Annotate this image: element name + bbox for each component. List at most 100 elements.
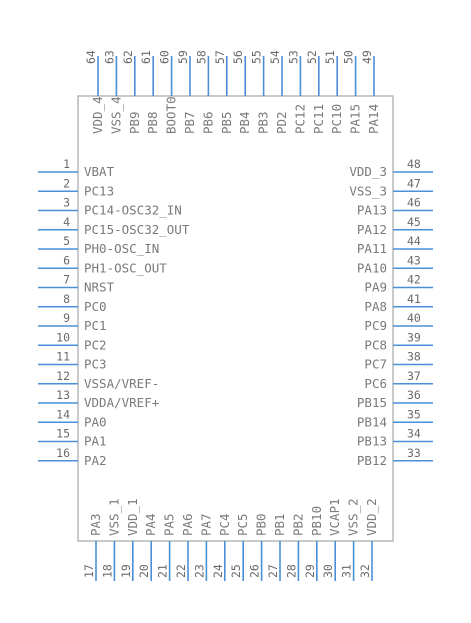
pin-number: 45 xyxy=(407,215,421,229)
pin-number: 9 xyxy=(63,311,70,325)
pin-number: 13 xyxy=(56,388,70,402)
pin-number: 7 xyxy=(63,273,70,287)
pin-name-vss-4: VSS_4 xyxy=(108,96,123,134)
pin-name-pc11: PC11 xyxy=(311,104,326,134)
pin-number: 59 xyxy=(176,50,190,64)
pin-number: 16 xyxy=(56,446,70,460)
pin-name-pb15: PB15 xyxy=(357,395,387,410)
pin-name-pb7: PB7 xyxy=(182,111,197,134)
pin-number: 50 xyxy=(342,50,356,64)
pin-number: 42 xyxy=(407,273,421,287)
pin-name-pa5: PA5 xyxy=(162,513,177,536)
pin-number: 3 xyxy=(63,196,70,210)
pin-number: 58 xyxy=(194,50,208,64)
pin-number: 49 xyxy=(360,50,374,64)
pin-number: 25 xyxy=(229,564,243,578)
pin-number: 24 xyxy=(211,564,225,578)
pin-number: 8 xyxy=(63,292,70,306)
pin-name-pc13: PC13 xyxy=(84,183,114,198)
pin-name-pc0: PC0 xyxy=(84,299,107,314)
pin-name-pb3: PB3 xyxy=(256,111,271,134)
pin-name-pb10: PB10 xyxy=(309,506,324,536)
pin-name-pb6: PB6 xyxy=(200,111,215,134)
pin-number: 48 xyxy=(407,157,421,171)
pin-name-vssa-vref: VSSA/VREF- xyxy=(84,376,159,391)
pin-number: 34 xyxy=(407,427,421,441)
pin-number: 47 xyxy=(407,176,421,190)
pin-number: 54 xyxy=(268,50,282,64)
pin-name-pb13: PB13 xyxy=(357,434,387,449)
pin-number: 19 xyxy=(119,564,133,578)
pin-number: 40 xyxy=(407,311,421,325)
pin-number: 46 xyxy=(407,196,421,210)
pin-number: 29 xyxy=(303,564,317,578)
pin-number: 31 xyxy=(340,564,354,578)
pin-number: 35 xyxy=(407,407,421,421)
pin-number: 60 xyxy=(158,50,172,64)
pin-number: 57 xyxy=(213,50,227,64)
pin-name-vss-1: VSS_1 xyxy=(106,498,121,536)
pin-29: 29 PB10 xyxy=(303,506,324,581)
pin-name-pa11: PA11 xyxy=(357,241,387,256)
pin-name-pc14-osc32-in: PC14-OSC32_IN xyxy=(84,203,182,218)
pin-number: 41 xyxy=(407,292,421,306)
pin-name-pb8: PB8 xyxy=(145,111,160,134)
pin-number: 5 xyxy=(63,234,70,248)
pin-number: 64 xyxy=(84,50,98,64)
right-pin-group: 48VDD_347VSS_346PA1345PA1244PA1143PA1042… xyxy=(349,157,433,468)
pin-number: 38 xyxy=(407,350,421,364)
pin-name-pb0: PB0 xyxy=(254,513,269,536)
pin-name-pa3: PA3 xyxy=(88,513,103,536)
pin-name-nrst: NRST xyxy=(84,280,115,295)
pin-number: 14 xyxy=(56,407,70,421)
pin-name-pc5: PC5 xyxy=(235,513,250,536)
pin-name-vss-3: VSS_3 xyxy=(349,183,387,198)
pin-name-pc9: PC9 xyxy=(364,318,387,333)
pin-number: 6 xyxy=(63,253,70,267)
pin-name-pa12: PA12 xyxy=(357,222,387,237)
pin-name-pc6: PC6 xyxy=(364,376,387,391)
pin-number: 61 xyxy=(139,50,153,64)
pin-number: 43 xyxy=(407,253,421,267)
pin-number: 4 xyxy=(63,215,70,229)
pin-number: 12 xyxy=(56,369,70,383)
pin-name-boot0: BOOT0 xyxy=(164,96,179,134)
pin-number: 39 xyxy=(407,330,421,344)
pin-25: 25 PC5 xyxy=(229,513,250,581)
pin-name-pb2: PB2 xyxy=(290,513,305,536)
pin-number: 53 xyxy=(286,50,300,64)
pin-name-vbat: VBAT xyxy=(84,164,115,179)
